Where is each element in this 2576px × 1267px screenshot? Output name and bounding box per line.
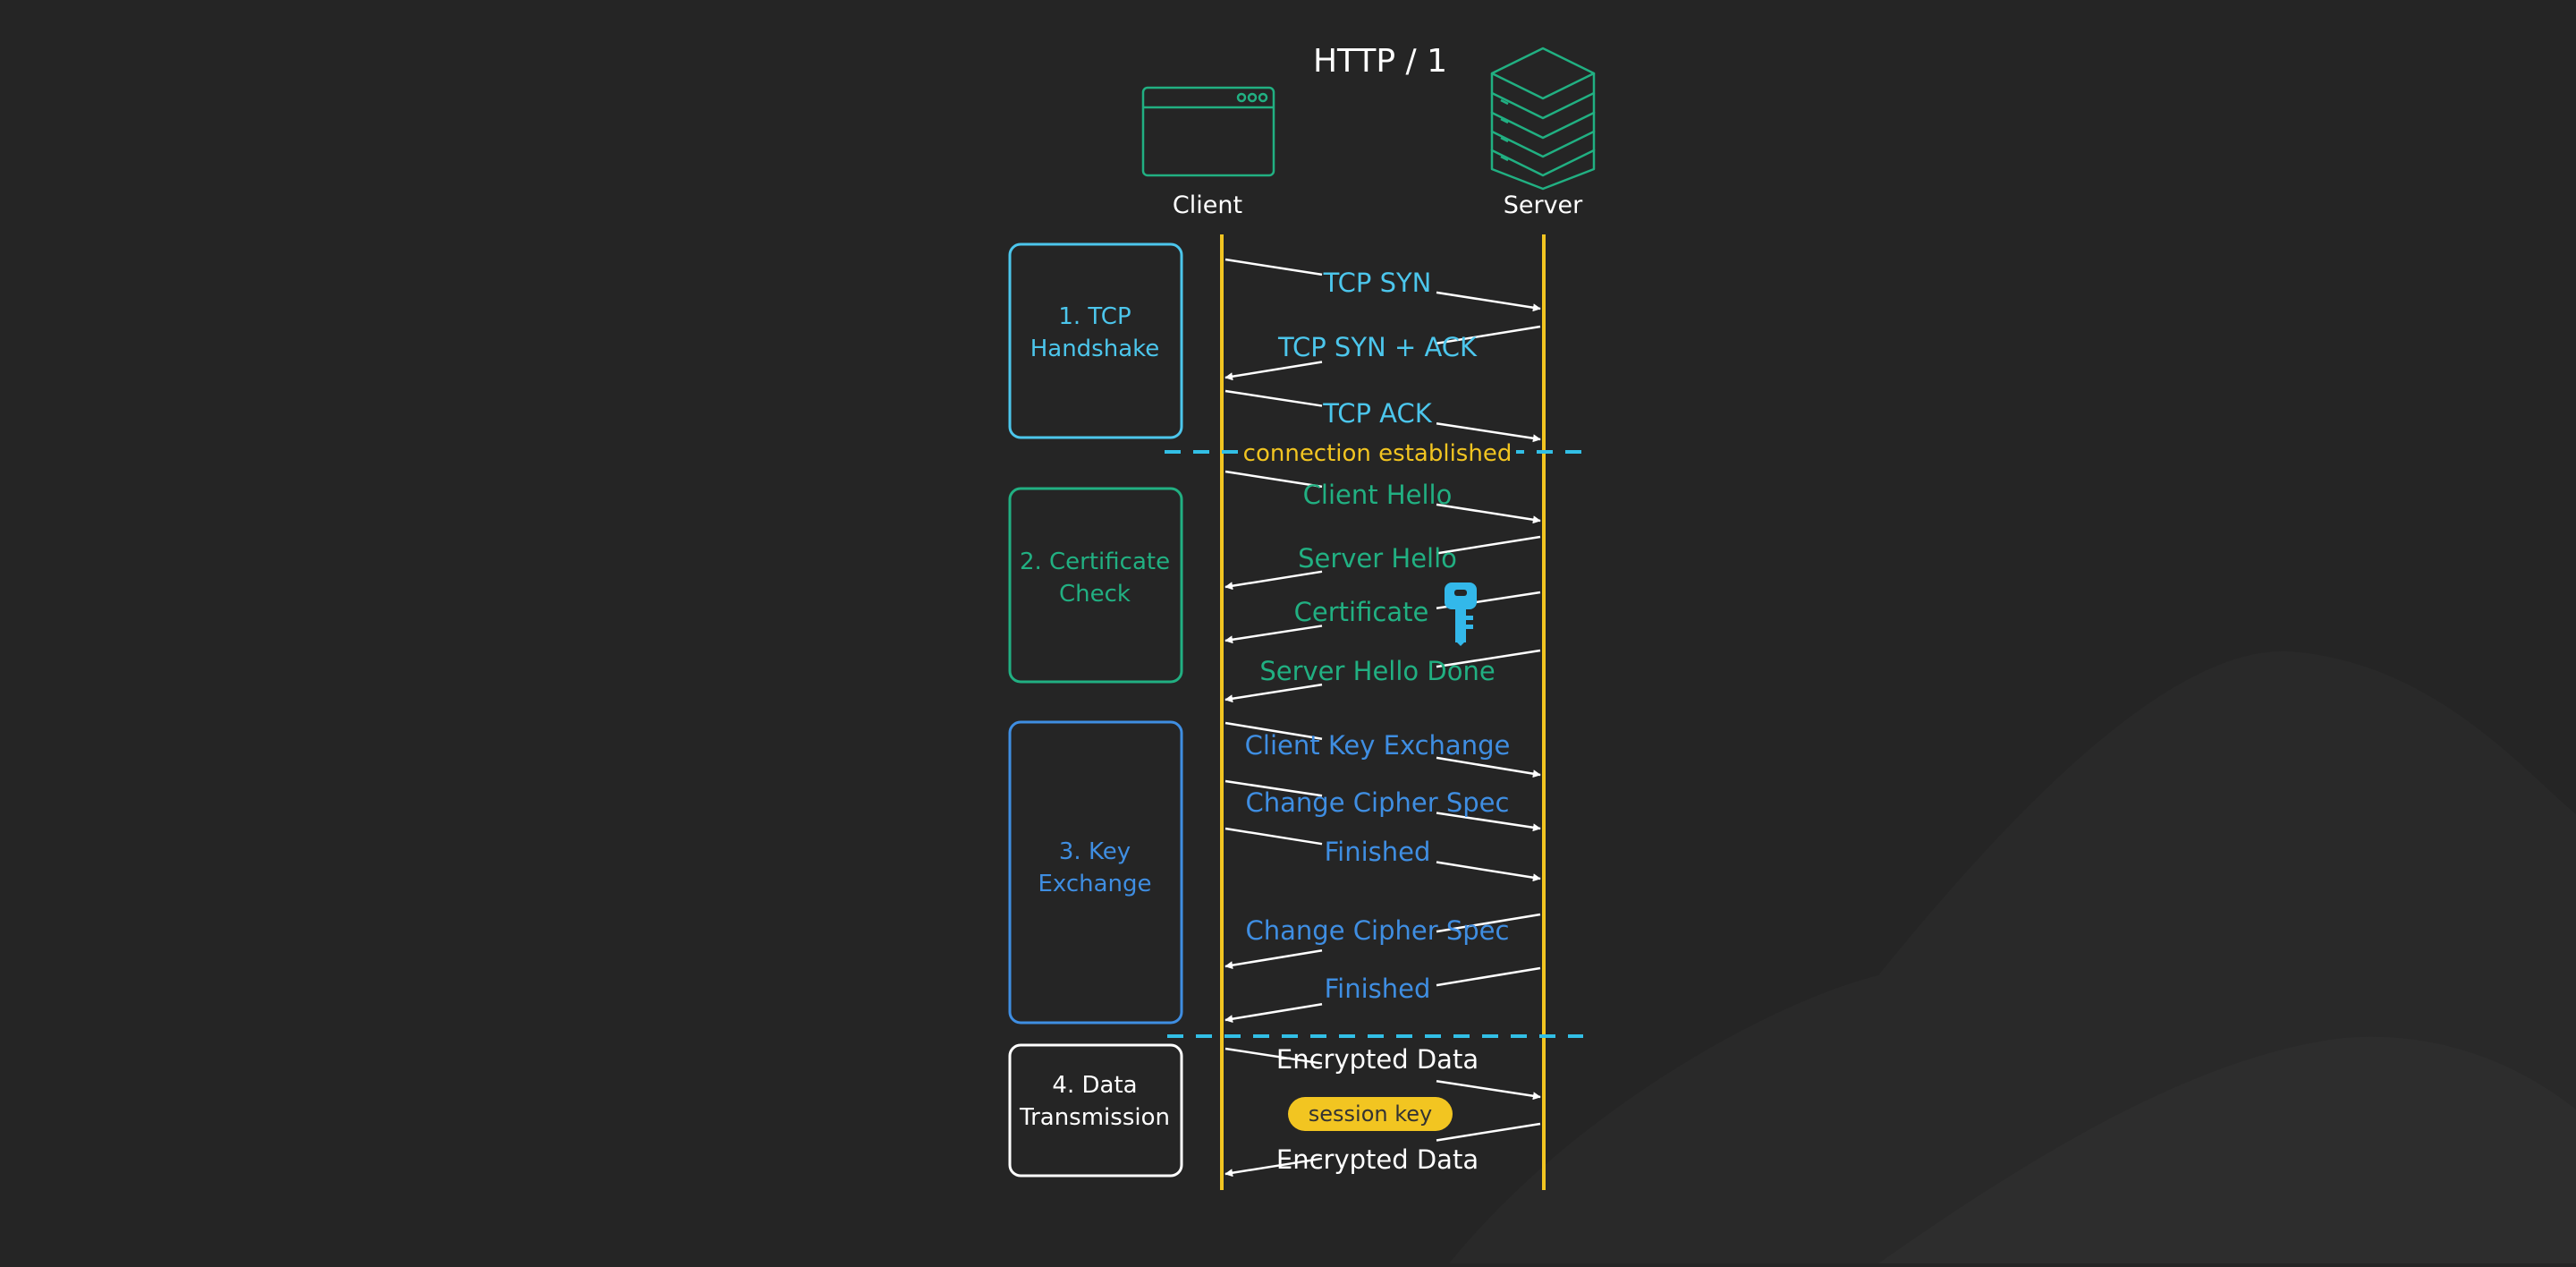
message-arrow-tail: [1436, 913, 1541, 933]
message-label: Client Key Exchange: [1245, 730, 1511, 761]
message-arrow-tail: [1224, 827, 1323, 846]
message-arrow-head: [1436, 503, 1541, 524]
phase-label: 4. Data: [1052, 1072, 1137, 1099]
message-arrow-head: [1224, 1002, 1323, 1024]
message-arrow-tail: [1224, 1047, 1323, 1065]
message-arrow-head: [1436, 1079, 1541, 1101]
phase-label: Check: [1059, 581, 1131, 608]
message-arrow-tail: [1436, 1122, 1541, 1142]
phase-box-1: [1008, 242, 1183, 439]
message-arrow-head: [1224, 683, 1323, 703]
message-label: Certificate: [1294, 597, 1429, 627]
message-label: Server Hello Done: [1259, 656, 1495, 686]
divider-label: connection established: [1243, 440, 1513, 467]
message-label: Finished: [1325, 837, 1431, 867]
message-label: TCP SYN: [1323, 268, 1432, 298]
message-arrow-head: [1436, 812, 1541, 832]
message-arrow-head: [1436, 421, 1541, 443]
phase-label: Handshake: [1030, 336, 1160, 362]
message-label: TCP SYN + ACK: [1277, 332, 1478, 362]
message-arrow-head: [1224, 625, 1323, 644]
message-arrow-head: [1436, 291, 1541, 312]
background-wave-lower: [1878, 1036, 2576, 1263]
phase-box-4: [1008, 1043, 1183, 1178]
server-stack-icon: [1490, 47, 1596, 191]
message-label: Finished: [1325, 974, 1431, 1004]
key-icon: [1445, 582, 1477, 646]
phase-label: Exchange: [1038, 871, 1151, 897]
message-arrow-tail: [1224, 470, 1323, 489]
message-label: Change Cipher Spec: [1246, 787, 1510, 818]
phase-label: 2. Certificate: [1020, 548, 1170, 575]
message-label: Encrypted Data: [1276, 1144, 1479, 1175]
message-label: Server Hello: [1298, 543, 1457, 574]
server-label: Server: [1504, 191, 1583, 219]
message-arrow-head: [1224, 570, 1323, 591]
phase-label: Transmission: [1019, 1104, 1170, 1131]
message-label: Client Hello: [1303, 480, 1453, 510]
browser-window-icon: [1141, 86, 1275, 177]
session-key-label: session key: [1309, 1101, 1432, 1127]
message-arrow-head: [1436, 756, 1541, 778]
message-arrow-head: [1224, 361, 1323, 381]
session-key-badge: [1288, 1097, 1453, 1131]
message-arrow-tail: [1436, 325, 1541, 345]
message-arrow-tail: [1224, 389, 1323, 407]
message-label: Encrypted Data: [1276, 1044, 1479, 1075]
client-label: Client: [1173, 191, 1242, 219]
diagram-title: HTTP / 1: [1313, 43, 1447, 80]
message-arrow-head: [1436, 861, 1541, 882]
message-arrow-tail: [1436, 535, 1541, 555]
message-arrow-head: [1224, 948, 1323, 970]
phase-box-3: [1008, 720, 1183, 1025]
message-label: Change Cipher Spec: [1246, 915, 1510, 946]
message-arrow-tail: [1436, 649, 1541, 668]
message-arrow-tail: [1436, 966, 1541, 987]
phase-label: 1. TCP: [1058, 303, 1131, 330]
message-arrow-head: [1224, 1157, 1323, 1178]
phase-box-2: [1008, 487, 1183, 684]
message-arrow-tail: [1224, 721, 1323, 741]
phase-label: 3. Key: [1059, 838, 1131, 865]
divider-label-backdrop: [1239, 433, 1516, 471]
message-arrow-tail: [1224, 779, 1323, 797]
message-arrow-tail: [1224, 258, 1323, 276]
message-label: TCP ACK: [1322, 398, 1433, 429]
